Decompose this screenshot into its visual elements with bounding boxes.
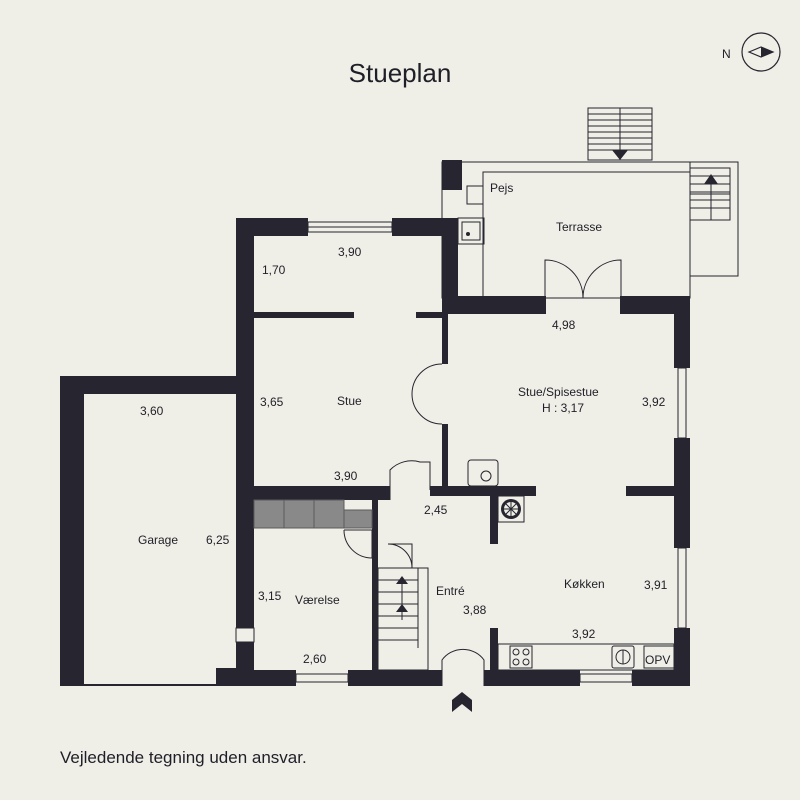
room-label-stue-spisestue: Stue/Spisestue: [518, 385, 599, 399]
sink-icon: [611, 645, 635, 669]
dim-vaerelse-width: 2,60: [303, 652, 327, 666]
room-label-pejs: Pejs: [490, 181, 513, 195]
room-label-terrasse: Terrasse: [556, 220, 602, 234]
room-label-koekken: Køkken: [564, 577, 605, 591]
dim-spisestue-depth: 3,92: [642, 395, 666, 409]
wardrobe: [253, 499, 373, 529]
compass-ring: [741, 32, 781, 72]
dimension-labels: 3,90 1,70 3,65 3,90 3,60 6,25 4,98 3,92 …: [140, 245, 668, 666]
hall-door: [389, 460, 431, 500]
room-labels: Pejs Terrasse Stue Stue/Spisestue H : 3,…: [138, 181, 670, 667]
room-height: H : 3,17: [542, 401, 584, 415]
terrace-door-right: [582, 259, 622, 299]
dim-vaerelse-depth: 3,15: [258, 589, 282, 603]
cooktop-icon: [509, 645, 533, 669]
walls: [60, 218, 690, 686]
compass-needle-fill: [761, 47, 773, 57]
up-arrow-icon: [704, 174, 718, 184]
dim-stue-width: 3,90: [334, 469, 358, 483]
page-title: Stueplan: [348, 58, 452, 88]
dim-garage-width: 3,60: [140, 404, 164, 418]
entrance-door: [441, 648, 485, 686]
dim-koekken-width: 3,92: [572, 627, 596, 641]
windows: [84, 221, 687, 686]
disclaimer-text: Vejledende tegning uden ansvar.: [60, 748, 307, 767]
terrace-door-left: [544, 259, 584, 299]
dim-top-room-depth: 1,70: [262, 263, 286, 277]
vaerelse-door: [343, 529, 373, 559]
room-label-garage: Garage: [138, 533, 178, 547]
dim-spisestue-width: 4,98: [552, 318, 576, 332]
dim-stue-depth: 3,65: [260, 395, 284, 409]
terrace-stairs-right: [689, 161, 739, 277]
stair-door: [387, 543, 413, 569]
compass: N: [722, 32, 781, 72]
stairs-up-arrow-icon: [396, 576, 408, 584]
interior-stairs: [377, 567, 429, 671]
dim-hall-width: 2,45: [424, 503, 448, 517]
stove-icon: [467, 459, 499, 487]
room-label-entre: Entré: [436, 584, 465, 598]
compass-letter: N: [722, 47, 731, 61]
terrace-stairs-top: [587, 107, 653, 161]
dishwasher-box: [643, 645, 675, 669]
pejs-icon: [466, 185, 484, 205]
room-label-opv: OPV: [645, 653, 670, 667]
dim-koekken-depth: 3,91: [644, 578, 668, 592]
doors: [343, 363, 485, 712]
dim-entre-depth: 3,88: [463, 603, 487, 617]
fan-icon: [497, 495, 525, 523]
dim-garage-depth: 6,25: [206, 533, 230, 547]
down-arrow-icon: [612, 150, 628, 160]
fixtures: [467, 459, 675, 671]
room-label-vaerelse: Værelse: [295, 593, 340, 607]
entrance-arrow-icon: [452, 692, 472, 712]
dim-top-room-width: 3,90: [338, 245, 362, 259]
stue-double-door: [411, 363, 443, 425]
room-label-stue: Stue: [337, 394, 362, 408]
